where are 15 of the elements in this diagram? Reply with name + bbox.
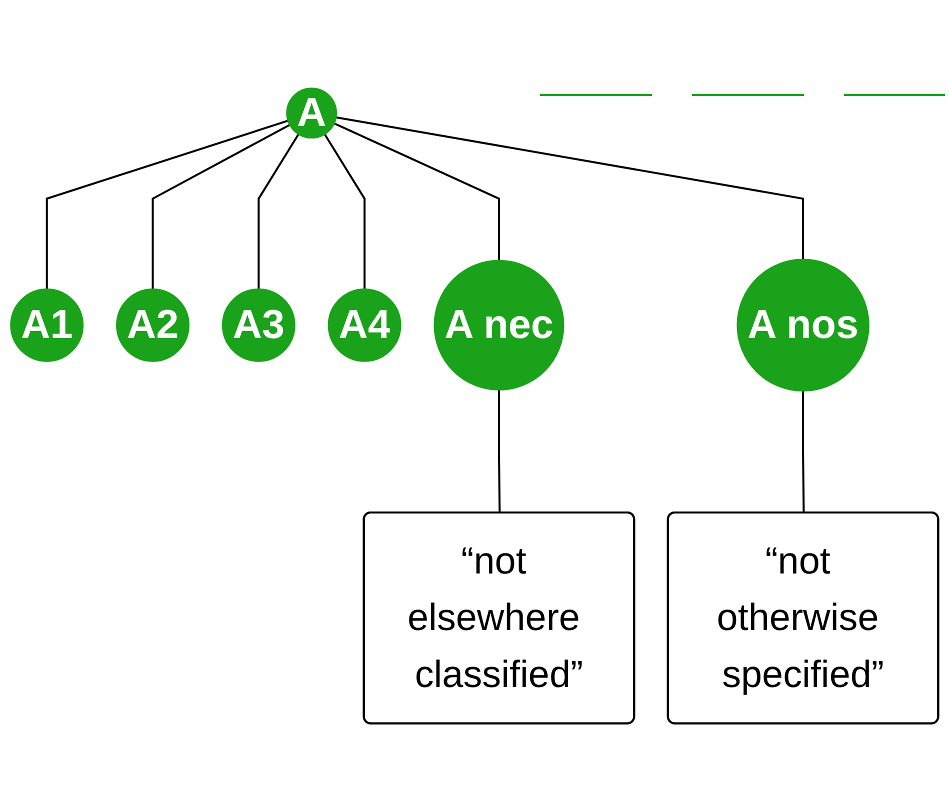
connector: [324, 134, 366, 290]
node-circle: A nos: [736, 258, 870, 392]
connector: [46, 120, 288, 290]
node-circle: A nec: [434, 260, 564, 390]
node-circle: A1: [10, 288, 84, 362]
connector: [258, 134, 300, 290]
node-circle: A4: [328, 288, 402, 362]
node-circle: A2: [116, 288, 190, 362]
node-circle: A3: [222, 288, 296, 362]
connector: [498, 390, 501, 514]
connector: [334, 122, 500, 261]
node-circle: A: [286, 88, 338, 139]
connector: [802, 390, 805, 514]
connector: [336, 116, 804, 260]
connector: [152, 124, 290, 290]
